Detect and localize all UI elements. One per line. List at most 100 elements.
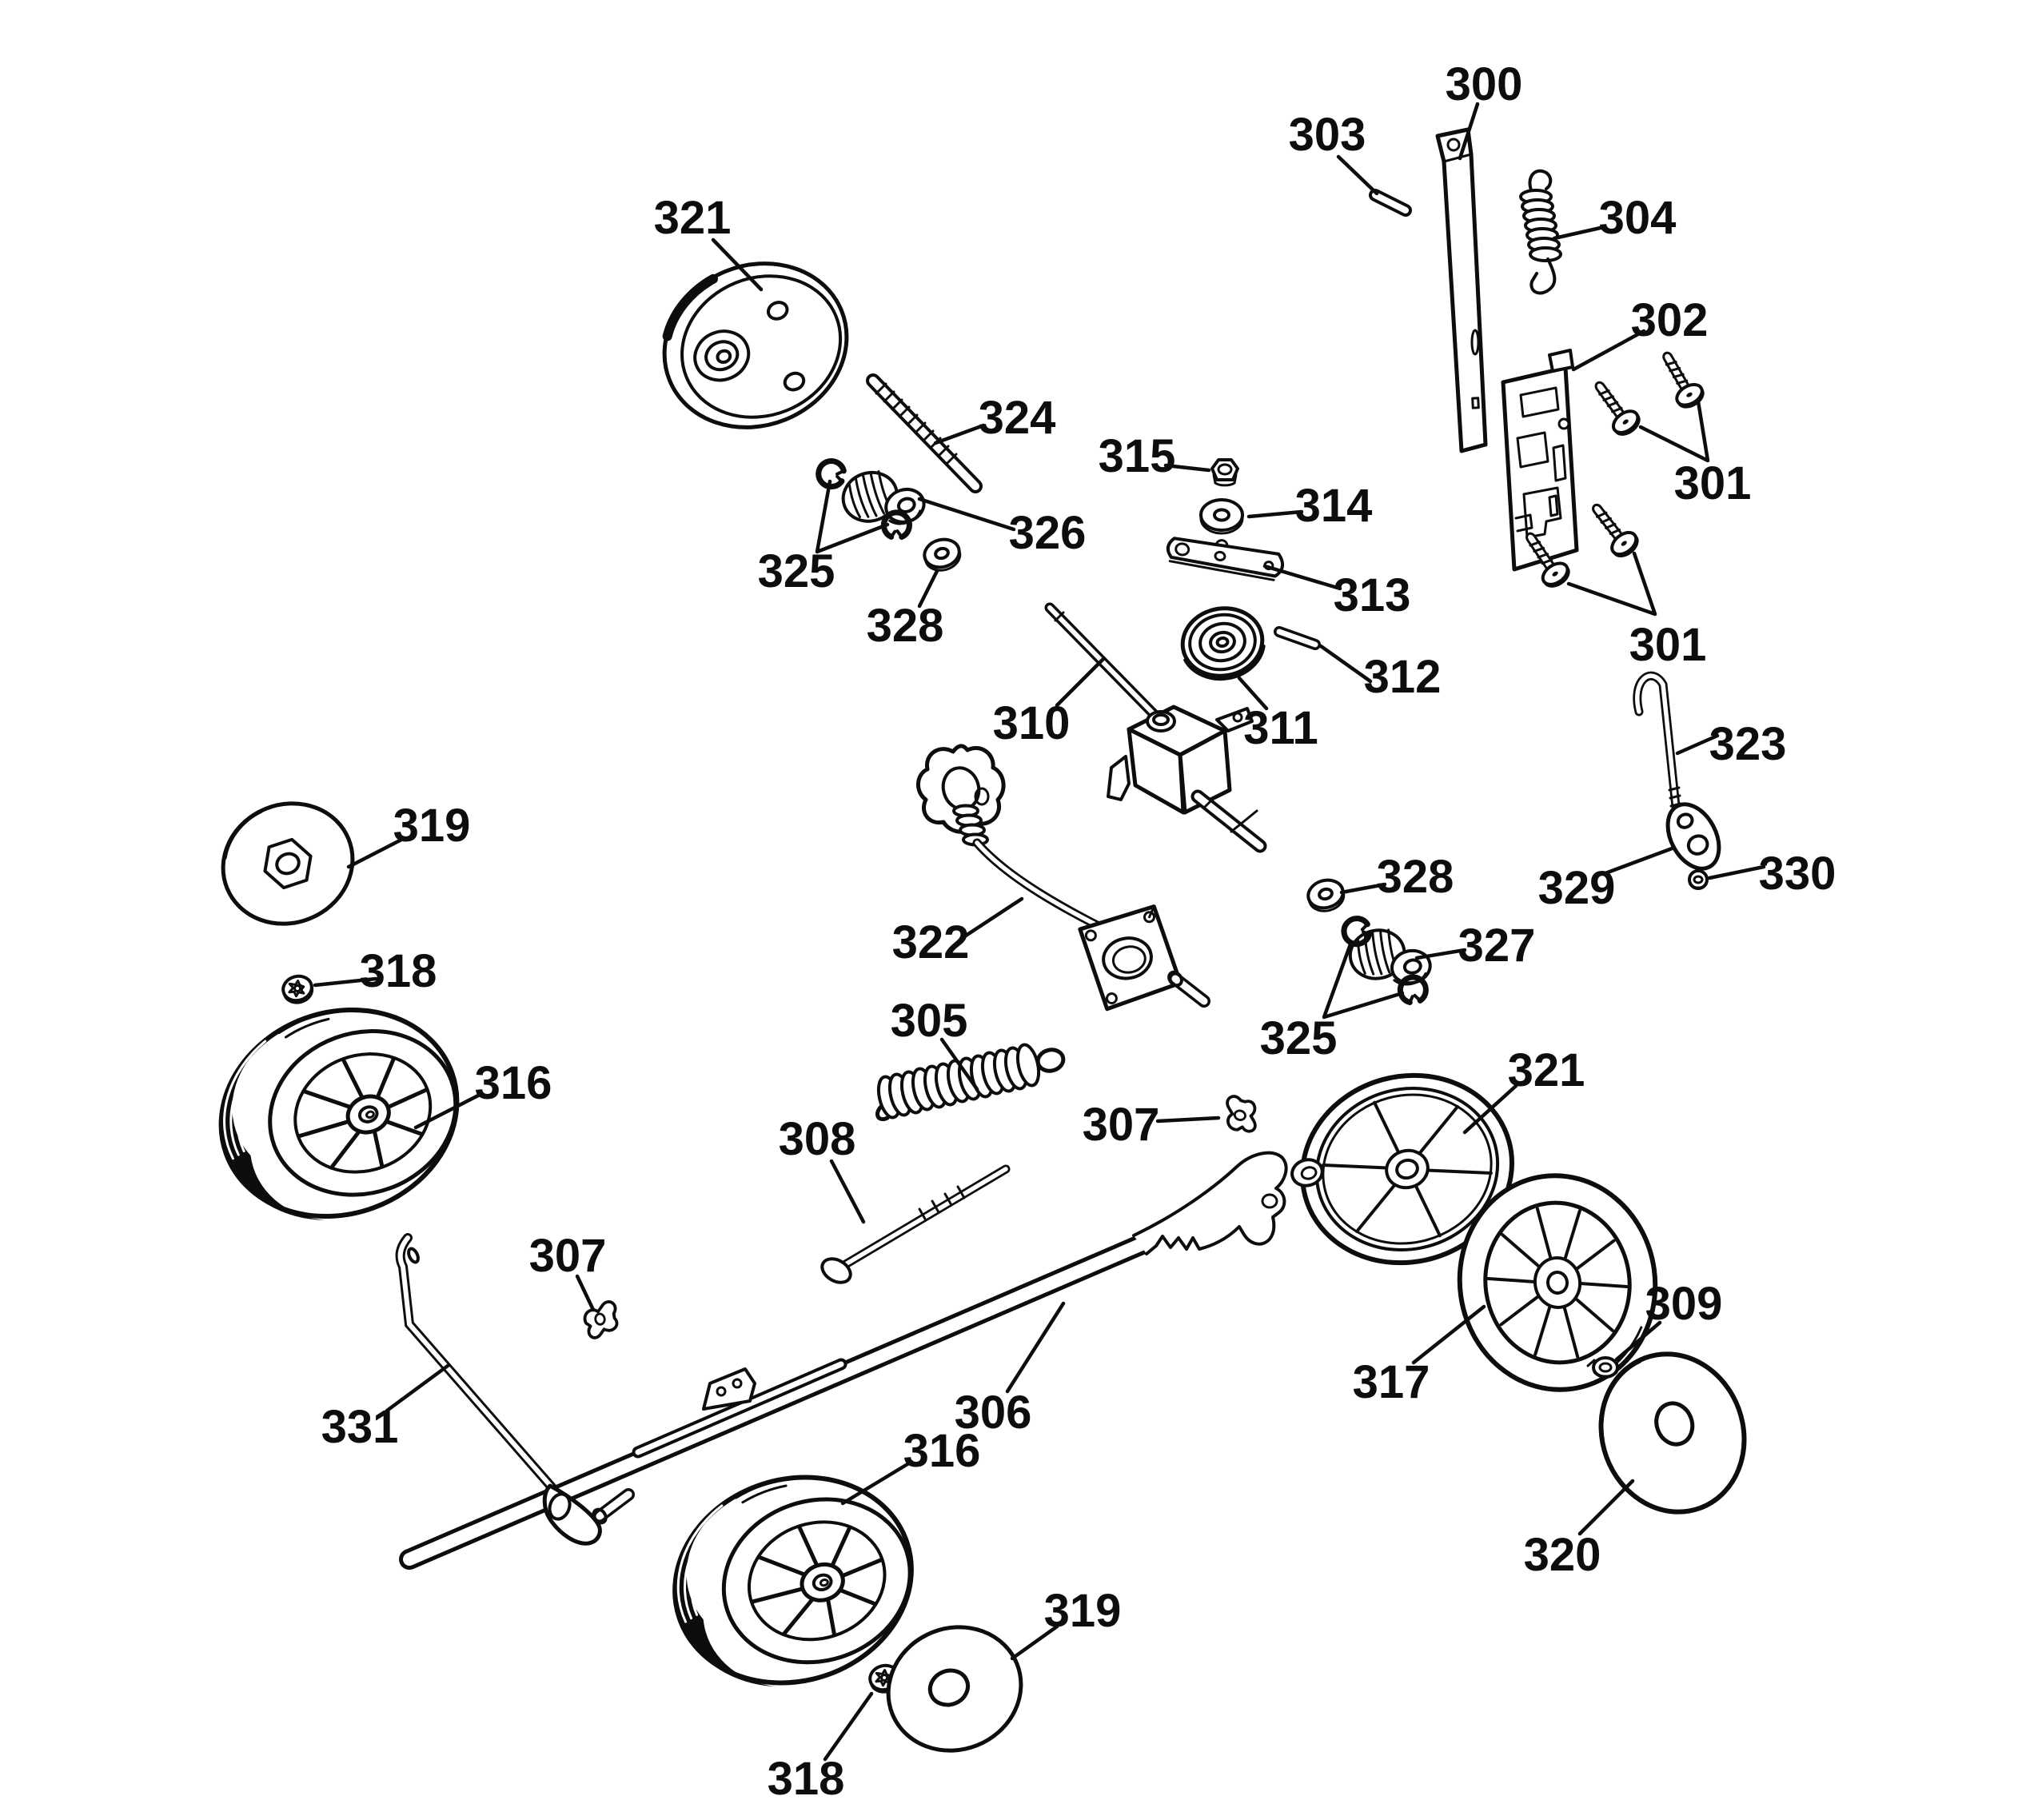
callout-label: 319 [1044,1585,1122,1637]
callout-label: 318 [360,945,437,997]
leader-line [385,1363,450,1413]
pulley-wheel-part-321-right [1290,1072,1514,1266]
leader-line [413,1092,484,1130]
callout-label: 326 [1009,507,1087,559]
callout-label: 330 [1759,848,1837,900]
leader-line [963,896,1024,938]
callout-label: 320 [1524,1529,1601,1581]
leader-line [1262,564,1342,591]
callout-label: 321 [1508,1044,1585,1096]
callout-label: 317 [1353,1356,1430,1408]
extension-spring-part-304 [1519,169,1562,295]
cable-clip-part-307-middle [1219,1093,1263,1136]
callout-label: 325 [1260,1012,1338,1064]
leader-line [1638,399,1710,463]
nut-part-309 [1586,1356,1619,1379]
pin-part-312 [1274,626,1321,650]
shift-arm-part-322 [916,744,1210,1012]
callout-layer: 3003033043023013213243153263143253283133… [313,58,1837,1805]
leader-line [1614,1320,1662,1362]
hub-cap-part-319-left [221,801,355,926]
callout-label: 325 [758,545,836,597]
callout-label: 319 [393,800,471,852]
leader-line [1571,329,1646,372]
callout-label: 322 [892,916,970,968]
leader-line [1462,1084,1518,1135]
leader-line [1322,940,1405,1020]
leader-line [1675,733,1720,756]
callout-label: 328 [1377,851,1454,903]
leader-line [1336,154,1379,196]
callout-label: 323 [1709,718,1787,770]
callout-label: 305 [891,995,968,1047]
leader-line [939,1037,979,1092]
callout-label: 308 [779,1113,856,1165]
callout-label: 304 [1599,192,1677,244]
hub-cap-part-320 [1598,1351,1747,1515]
screw-part-301-upper-left [1586,375,1643,439]
callout-label: 321 [654,192,732,244]
callout-label: 327 [1458,920,1536,972]
callout-label: 301 [1629,619,1707,671]
callout-label: 307 [529,1230,607,1282]
leader-line [1237,676,1269,711]
callout-label: 324 [979,392,1056,444]
callout-label: 328 [867,600,944,652]
nut-part-315 [1210,458,1239,487]
leader-line [575,1274,596,1312]
leader-line [1163,463,1211,473]
wheel-part-317 [1457,1173,1658,1392]
leader-line [840,1459,914,1506]
callout-label: 311 [1243,702,1318,754]
callout-label: 303 [1289,109,1366,161]
callout-label: 306 [955,1387,1032,1439]
leader-line [1055,657,1106,708]
drive-shaft-part-310 [1044,602,1165,725]
hook-rod-part-323 [1633,671,1682,819]
leader-line [1246,509,1304,519]
leader-line [917,569,939,609]
wheel-part-316-left [218,1007,460,1220]
callout-label: 301 [1674,457,1752,509]
leader-line [1603,845,1677,876]
callout-label: 331 [321,1401,399,1453]
leader-line [823,1691,874,1762]
leader-line [1010,1624,1059,1661]
handle-strap-part-300 [1435,127,1488,453]
leader-line [933,423,986,445]
adjuster-rod-part-308 [820,1164,1011,1284]
callout-label: 329 [1538,862,1616,914]
callout-label: 318 [768,1753,845,1805]
callout-label: 316 [475,1057,552,1109]
extension-spring-part-305 [875,1043,1066,1121]
leader-line [711,237,764,292]
leader-line [1414,948,1467,960]
leader-line [1155,1116,1221,1124]
lift-rod-part-331 [395,1233,635,1546]
leader-line [1411,1304,1486,1365]
callout-label: 314 [1295,480,1373,532]
callout-label: 313 [1334,569,1411,621]
leader-line [313,976,378,988]
leader-line [1577,1479,1635,1536]
gearbox-housing [1107,704,1267,853]
callout-label: 310 [993,697,1071,749]
washer-part-314 [1199,498,1244,535]
leader-line [815,479,890,554]
push-nut-part-318-left [278,971,317,1008]
leader-line [1566,551,1657,617]
screw-part-301-lower-right [1581,495,1644,563]
hub-cap-part-319-bottom [886,1625,1023,1753]
height-adjust-bar-part-306 [399,1151,1288,1570]
link-bar-part-313 [1166,537,1285,581]
leader-line [917,497,1016,532]
callout-label: 307 [1083,1099,1160,1151]
leader-line [1552,225,1606,241]
leader-line [346,836,407,869]
callout-label: 309 [1645,1278,1723,1330]
leader-line [1458,102,1480,161]
pin-part-303 [1369,189,1412,217]
leader-line [1707,864,1766,880]
